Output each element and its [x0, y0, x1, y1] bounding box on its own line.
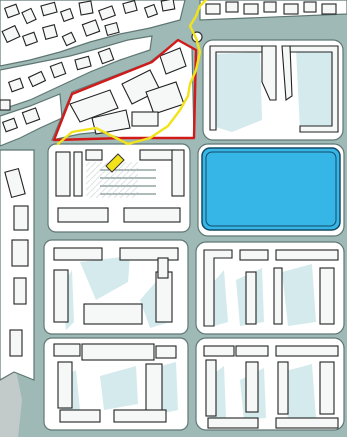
pool-block	[197, 143, 345, 237]
route	[56, 0, 208, 146]
block-northeast	[202, 39, 344, 141]
water-basin	[201, 147, 341, 231]
site-boundary	[52, 38, 198, 142]
block-southwest-lower	[43, 337, 189, 431]
block-southeast-upper	[195, 241, 345, 335]
site-parcel	[51, 39, 195, 141]
west-edge-buildings	[0, 149, 35, 381]
block-center-west	[47, 143, 191, 233]
top-right-buildings	[199, 0, 347, 21]
block-southeast-lower	[195, 337, 345, 431]
gravel-patch	[0, 360, 22, 437]
block-southwest-upper	[43, 239, 189, 335]
location-marker	[105, 153, 125, 173]
hillside-residential	[0, 0, 186, 147]
